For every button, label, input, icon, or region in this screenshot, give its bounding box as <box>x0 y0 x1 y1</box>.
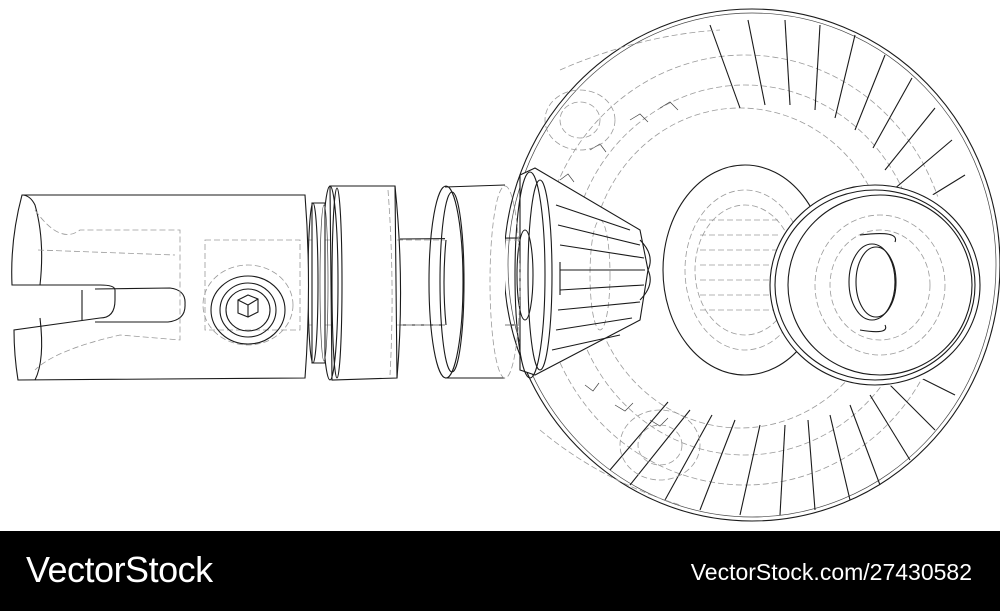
bearing-right <box>428 184 521 379</box>
illustration-canvas <box>11 8 1000 522</box>
pinion-gear <box>514 167 651 379</box>
image-id-text: VectorStock.com/27430582 <box>690 559 972 585</box>
gear-assembly-drawing <box>11 8 1000 522</box>
bearing-left <box>321 185 402 381</box>
watermark-bar: VectorStock VectorStock.com/27430582 <box>0 531 1000 611</box>
output-flange <box>769 184 988 388</box>
set-screw <box>202 264 294 346</box>
brand-logo-text: VectorStock <box>26 549 213 590</box>
spacer-ring <box>307 202 329 364</box>
